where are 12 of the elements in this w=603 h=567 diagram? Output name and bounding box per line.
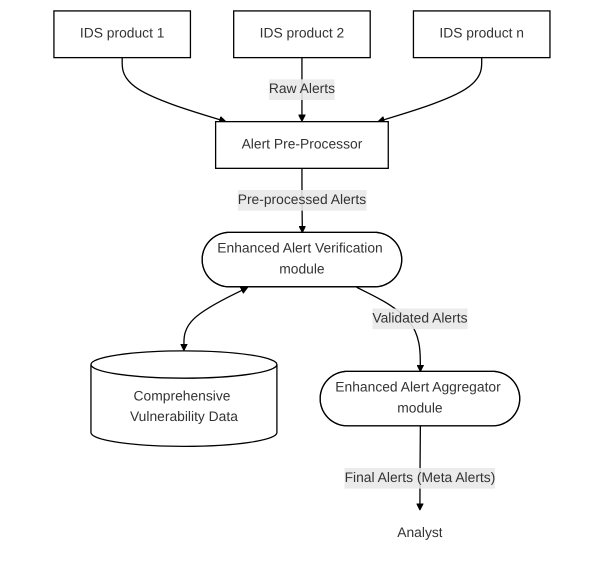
node-box: IDS product n xyxy=(412,10,550,58)
edge-label: Pre-processed Alerts xyxy=(237,192,366,207)
edge-label: Final Alerts (Meta Alerts) xyxy=(344,470,495,485)
node-box: IDS product 1 xyxy=(52,10,191,58)
edge-label: Raw Alerts xyxy=(268,81,335,96)
node-box: Alert Pre-Processor xyxy=(214,120,388,168)
node-text: Analyst xyxy=(396,525,442,540)
edge-label: Validated Alerts xyxy=(372,310,468,326)
arrow xyxy=(121,57,226,123)
arrow xyxy=(180,286,248,351)
node-box: IDS product 2 xyxy=(232,10,370,58)
arrow xyxy=(377,57,482,123)
